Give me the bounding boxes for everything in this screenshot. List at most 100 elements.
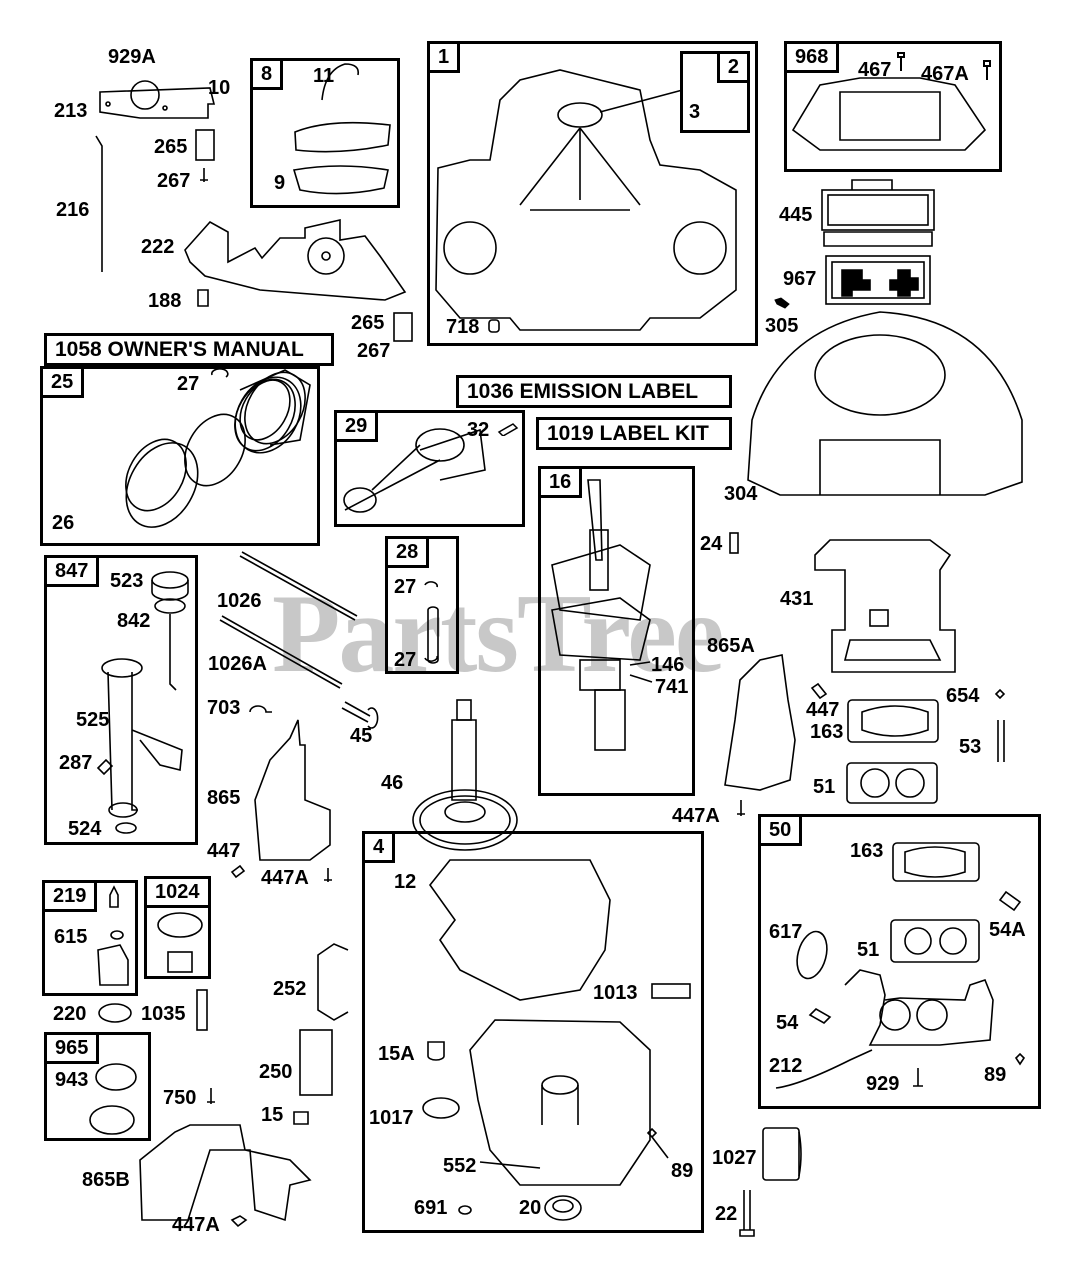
clamp-703-part [249,705,272,713]
callout-865a[interactable]: 865A [707,635,755,657]
callout-1026[interactable]: 1026 [217,590,262,612]
callout-703[interactable]: 703 [207,697,241,719]
callout-265-b[interactable]: 265 [351,312,385,334]
callout-222[interactable]: 222 [141,236,175,258]
callout-718[interactable]: 718 [446,316,480,338]
assembly-847-box[interactable]: 847 [44,555,198,845]
callout-252[interactable]: 252 [273,978,307,1000]
callout-163-exhaust[interactable]: 163 [850,840,884,862]
callout-89-exhaust[interactable]: 89 [984,1064,1007,1086]
callout-447a-bottom[interactable]: 447A [172,1214,220,1236]
callout-213[interactable]: 213 [54,100,88,122]
callout-51[interactable]: 51 [813,776,836,798]
control-bracket-part [184,218,407,301]
callout-445[interactable]: 445 [779,204,813,226]
callout-1027[interactable]: 1027 [712,1147,757,1169]
callout-53[interactable]: 53 [959,736,982,758]
callout-523[interactable]: 523 [110,570,144,592]
callout-615[interactable]: 615 [54,926,88,948]
callout-447a-mid[interactable]: 447A [261,867,309,889]
callout-741[interactable]: 741 [655,676,689,698]
callout-10[interactable]: 10 [208,77,231,99]
assembly-2-box[interactable]: 2 [680,51,750,133]
callout-467[interactable]: 467 [858,59,892,81]
callout-265[interactable]: 265 [154,136,188,158]
callout-89[interactable]: 89 [671,1160,694,1182]
callout-216[interactable]: 216 [56,199,90,221]
callout-525[interactable]: 525 [76,709,110,731]
callout-146[interactable]: 146 [651,654,685,676]
callout-267-b[interactable]: 267 [357,340,391,362]
callout-1013[interactable]: 1013 [593,982,638,1004]
callout-24[interactable]: 24 [700,533,723,555]
callout-691[interactable]: 691 [414,1197,448,1219]
assembly-965-box[interactable]: 965 [44,1032,151,1141]
screw-305-icon [774,297,790,309]
callout-865b[interactable]: 865B [82,1169,130,1191]
callout-22[interactable]: 22 [715,1203,738,1225]
callout-750[interactable]: 750 [163,1087,197,1109]
assembly-4-box[interactable]: 4 [362,831,704,1233]
callout-943[interactable]: 943 [55,1069,89,1091]
callout-250[interactable]: 250 [259,1061,293,1083]
assembly-219-box[interactable]: 219 [42,880,138,996]
callout-467a[interactable]: 467A [921,63,969,85]
assembly-25-box[interactable]: 25 [40,366,320,546]
callout-212[interactable]: 212 [769,1055,803,1077]
governor-lever-bracket-part [99,80,216,119]
callout-54[interactable]: 54 [776,1012,799,1034]
assembly-tag: 1024 [147,879,208,908]
piston-pin-part [427,606,439,664]
callout-27[interactable]: 27 [177,373,200,395]
callout-865[interactable]: 865 [207,787,241,809]
callout-524[interactable]: 524 [68,818,102,840]
callout-32[interactable]: 32 [467,419,490,441]
callout-15[interactable]: 15 [261,1104,284,1126]
assembly-16-box[interactable]: 16 [538,466,695,796]
callout-1017[interactable]: 1017 [369,1107,414,1129]
callout-1026a[interactable]: 1026A [208,653,267,675]
callout-842[interactable]: 842 [117,610,151,632]
callout-552[interactable]: 552 [443,1155,477,1177]
camshaft-part [412,699,518,851]
assembly-29-box[interactable]: 29 [334,410,525,527]
callout-654[interactable]: 654 [946,685,980,707]
callout-447-mid[interactable]: 447 [207,840,241,862]
callout-45[interactable]: 45 [350,725,373,747]
oil-filter-part [762,1127,802,1181]
assembly-8-box[interactable]: 8 [250,58,400,208]
callout-220[interactable]: 220 [53,1003,87,1025]
assembly-1024-box[interactable]: 1024 [144,876,211,979]
callout-12[interactable]: 12 [394,871,417,893]
callout-617[interactable]: 617 [769,921,803,943]
clip-part-2 [393,312,413,342]
callout-9[interactable]: 9 [274,172,286,194]
callout-163[interactable]: 163 [810,721,844,743]
callout-287[interactable]: 287 [59,752,93,774]
callout-447a-right[interactable]: 447A [672,805,720,827]
callout-929[interactable]: 929 [866,1073,900,1095]
assembly-28-box[interactable]: 28 [385,536,459,674]
callout-447-right[interactable]: 447 [806,699,840,721]
callout-46[interactable]: 46 [381,772,404,794]
callout-27-pin-bottom[interactable]: 27 [394,649,417,671]
callout-967[interactable]: 967 [783,268,817,290]
callout-27-pin-top[interactable]: 27 [394,576,417,598]
callout-54a[interactable]: 54A [989,919,1026,941]
assembly-50-box[interactable]: 50 [758,814,1041,1109]
callout-304[interactable]: 304 [724,483,758,505]
assembly-1-box[interactable]: 1 [427,41,758,346]
callout-3[interactable]: 3 [689,101,701,123]
callout-26[interactable]: 26 [52,512,75,534]
callout-431[interactable]: 431 [780,588,814,610]
callout-305[interactable]: 305 [765,315,799,337]
callout-51-exhaust[interactable]: 51 [857,939,880,961]
callout-267[interactable]: 267 [157,170,191,192]
callout-1035[interactable]: 1035 [141,1003,186,1025]
callout-188[interactable]: 188 [148,290,182,312]
assembly-968-box[interactable]: 968 [784,41,1002,172]
callout-15a[interactable]: 15A [378,1043,415,1065]
callout-11[interactable]: 11 [313,65,335,87]
callout-929a[interactable]: 929A [108,46,156,68]
callout-20[interactable]: 20 [519,1197,542,1219]
